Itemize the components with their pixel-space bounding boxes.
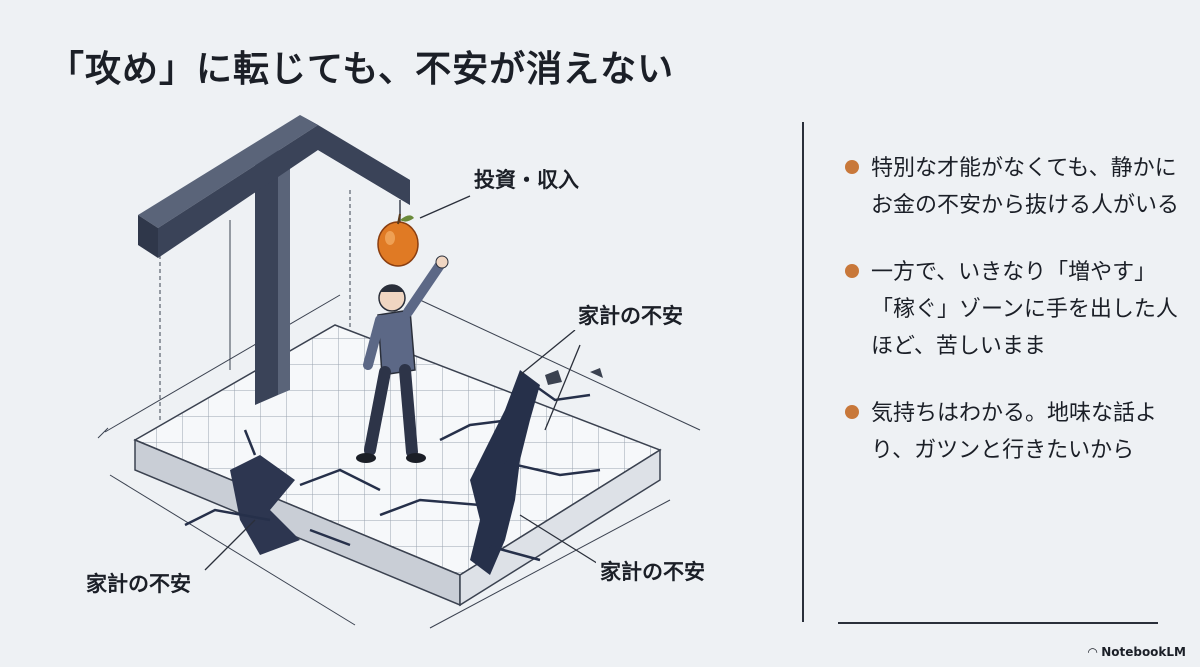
bullet-item: 一方で、いきなり「増やす」「稼ぐ」ゾーンに手を出した人ほど、苦しいまま (845, 254, 1180, 365)
notebooklm-logo-icon: ◠ (1087, 645, 1098, 659)
apple-icon (377, 213, 419, 267)
horizontal-divider (838, 622, 1158, 624)
page-title: 「攻め」に転じても、不安が消えない (48, 49, 675, 90)
bullet-item: 気持ちはわかる。地味な話より、ガツンと行きたいから (845, 395, 1180, 469)
label-household-anxiety-left: 家計の不安 (82, 568, 195, 598)
bullet-dot-icon (845, 160, 859, 174)
vertical-divider (802, 122, 804, 622)
brand-name: NotebookLM (1101, 645, 1186, 659)
bullet-text: 特別な才能がなくても、静かにお金の不安から抜ける人がいる (871, 156, 1180, 218)
brand-logo: ◠ NotebookLM (1088, 645, 1186, 659)
label-household-anxiety-right: 家計の不安 (596, 556, 709, 586)
illustration (97, 115, 701, 629)
label-household-anxiety-mid: 家計の不安 (574, 300, 687, 330)
bullet-text: 気持ちはわかる。地味な話より、ガツンと行きたいから (871, 401, 1158, 463)
bullet-dot-icon (845, 264, 859, 278)
bullet-list: 特別な才能がなくても、静かにお金の不安から抜ける人がいる 一方で、いきなり「増や… (845, 150, 1180, 499)
bullet-item: 特別な才能がなくても、静かにお金の不安から抜ける人がいる (845, 150, 1180, 224)
steel-beam-icon (138, 115, 410, 405)
bullet-dot-icon (845, 405, 859, 419)
leader-lines (204, 195, 601, 571)
label-investment-income: 投資・収入 (470, 164, 583, 194)
dimension-lines (97, 190, 701, 629)
bullet-text: 一方で、いきなり「増やす」「稼ぐ」ゾーンに手を出した人ほど、苦しいまま (871, 260, 1178, 359)
person-icon (356, 255, 449, 463)
